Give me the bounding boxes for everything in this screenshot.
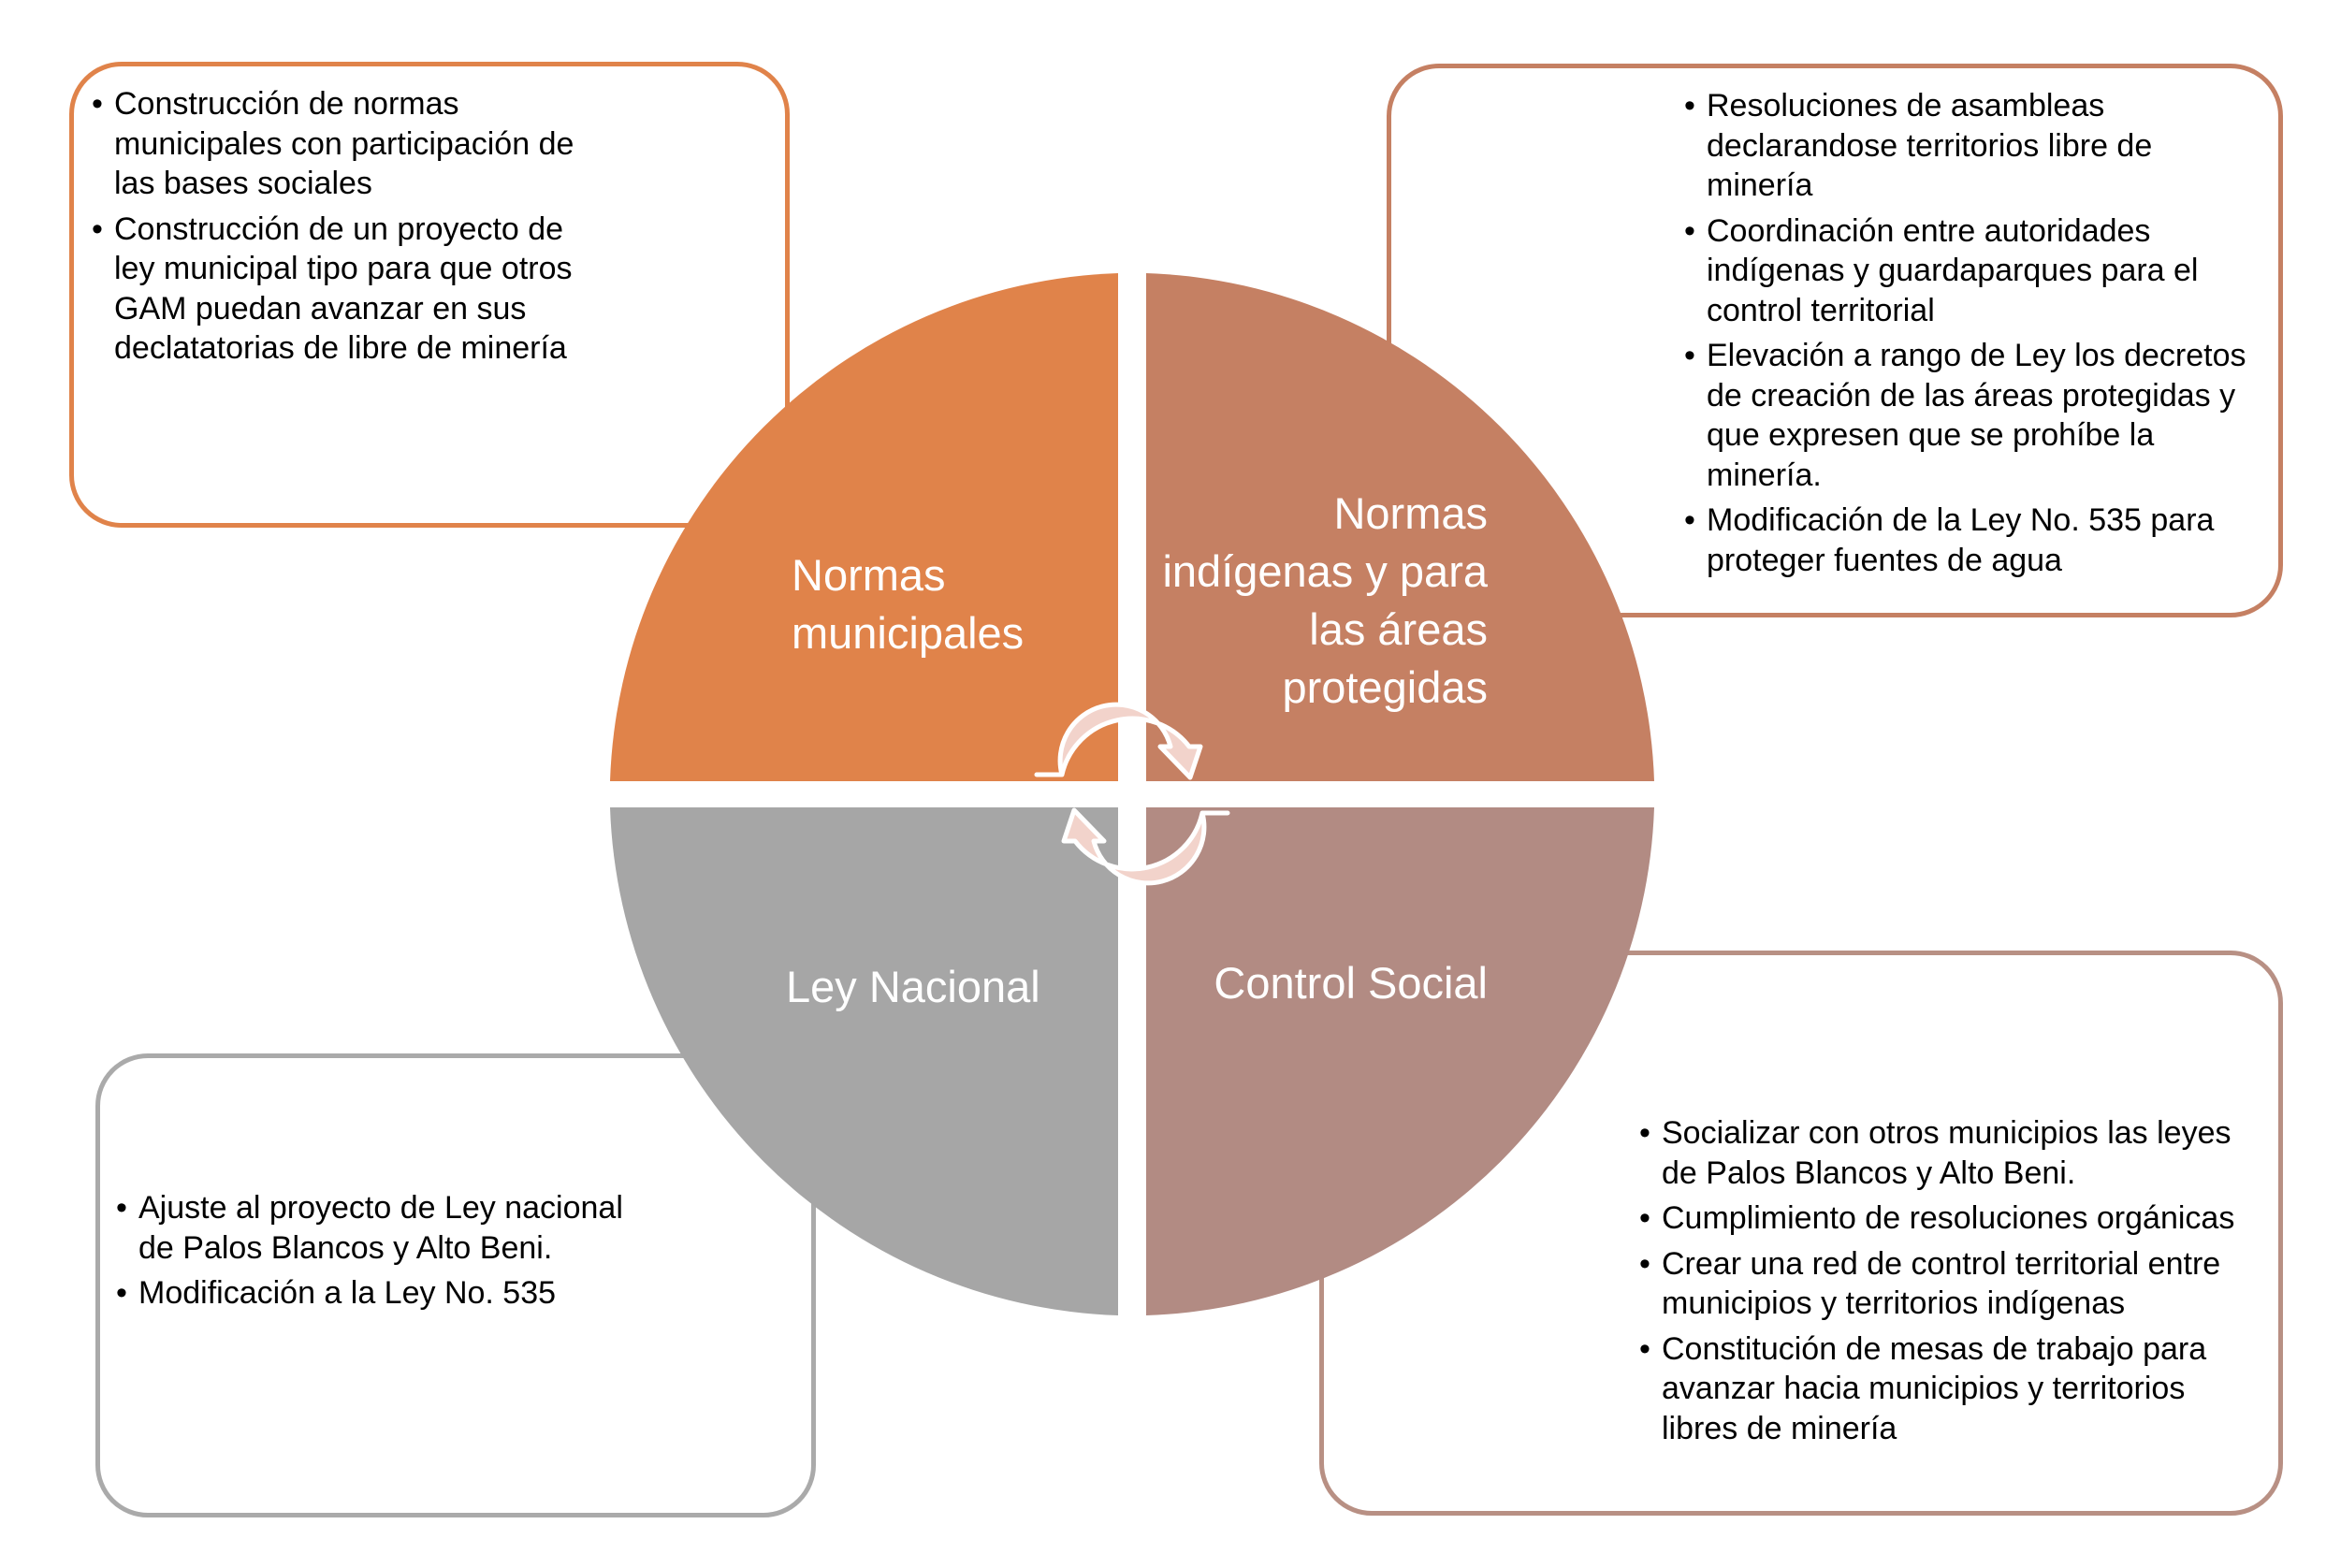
ley-nacional-list: Ajuste al proyecto de Ley nacional de Pa… (116, 1188, 640, 1319)
list-item: Ajuste al proyecto de Ley nacional de Pa… (116, 1188, 640, 1268)
quadrant-label-ley-nacional: Ley Nacional (786, 962, 1040, 1011)
quadrant-control-social (1146, 807, 1654, 1315)
quadrant-label-control-social: Control Social (1214, 958, 1488, 1008)
quadrant-normas-municipales (610, 273, 1118, 781)
list-item: Resoluciones de asambleas declarandose t… (1684, 86, 2264, 206)
quadrant-normas-indigenas (1146, 273, 1654, 781)
quadrant-ley-nacional (610, 807, 1118, 1315)
control-social-list: Socializar con otros municipios las leye… (1639, 1113, 2266, 1454)
list-item: Modificación de la Ley No. 535 para prot… (1684, 501, 2264, 580)
list-item: Elevación a rango de Ley los decretos de… (1684, 336, 2264, 495)
list-item: Coordinación entre autoridades indígenas… (1684, 211, 2264, 331)
normas-municipales-list: Construcción de normas municipales con p… (92, 84, 578, 374)
list-item: Cumplimiento de resoluciones orgánicas (1639, 1198, 2266, 1239)
cycle-arrows-icon (1034, 702, 1230, 886)
list-item: Socializar con otros municipios las leye… (1639, 1113, 2266, 1193)
list-item: Crear una red de control territorial ent… (1639, 1244, 2266, 1324)
list-item: Construcción de un proyecto de ley munic… (92, 210, 578, 369)
quadrant-label-normas-indigenas: Normas indígenas y para las áreas proteg… (1162, 488, 1488, 712)
list-item: Construcción de normas municipales con p… (92, 84, 578, 204)
list-item: Modificación a la Ley No. 535 (116, 1273, 640, 1314)
list-item: Constitución de mesas de trabajo para av… (1639, 1329, 2266, 1449)
normas-indigenas-list: Resoluciones de asambleas declarandose t… (1684, 86, 2264, 586)
quadrant-label-normas-municipales: Normas municipales (792, 550, 1025, 658)
